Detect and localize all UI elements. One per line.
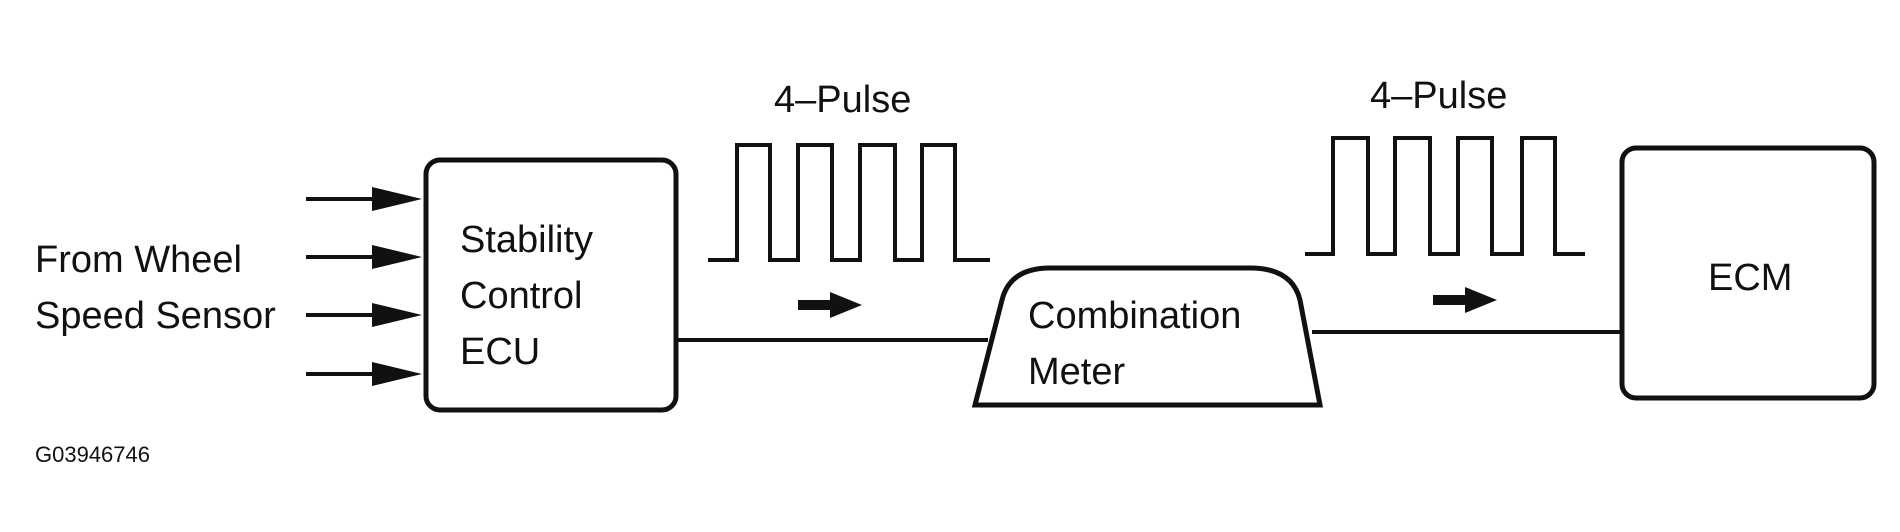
stability-ecu-label-line1: Stability [460,219,593,261]
ecm-label: ECM [1708,257,1792,299]
input-label-line2: Speed Sensor [35,295,276,337]
left-direction-arrow-head [830,292,862,318]
combination-meter-label-line1: Combination [1028,295,1241,337]
input-label-line1: From Wheel [35,239,242,281]
input-arrow-3-head [372,303,422,327]
input-arrows [306,187,422,386]
left-pulse-waveform [708,143,990,262]
figure-id: G03946746 [35,442,150,467]
right-pulse-label: 4–Pulse [1370,75,1507,117]
ecm-box [1619,145,1877,401]
left-pulse-label: 4–Pulse [774,79,911,121]
combination-meter-shape [971,265,1324,408]
input-arrow-4-head [372,362,422,386]
combination-meter-label-line2: Meter [1028,351,1125,393]
right-direction-arrow-head [1465,287,1497,313]
right-pulse-waveform [1305,136,1585,256]
input-arrow-1-head [372,187,422,211]
stability-ecu-label-line3: ECU [460,331,540,373]
input-arrow-2-head [372,245,422,269]
stability-ecu-label-line2: Control [460,275,583,317]
stability-control-ecu-box [423,157,679,413]
